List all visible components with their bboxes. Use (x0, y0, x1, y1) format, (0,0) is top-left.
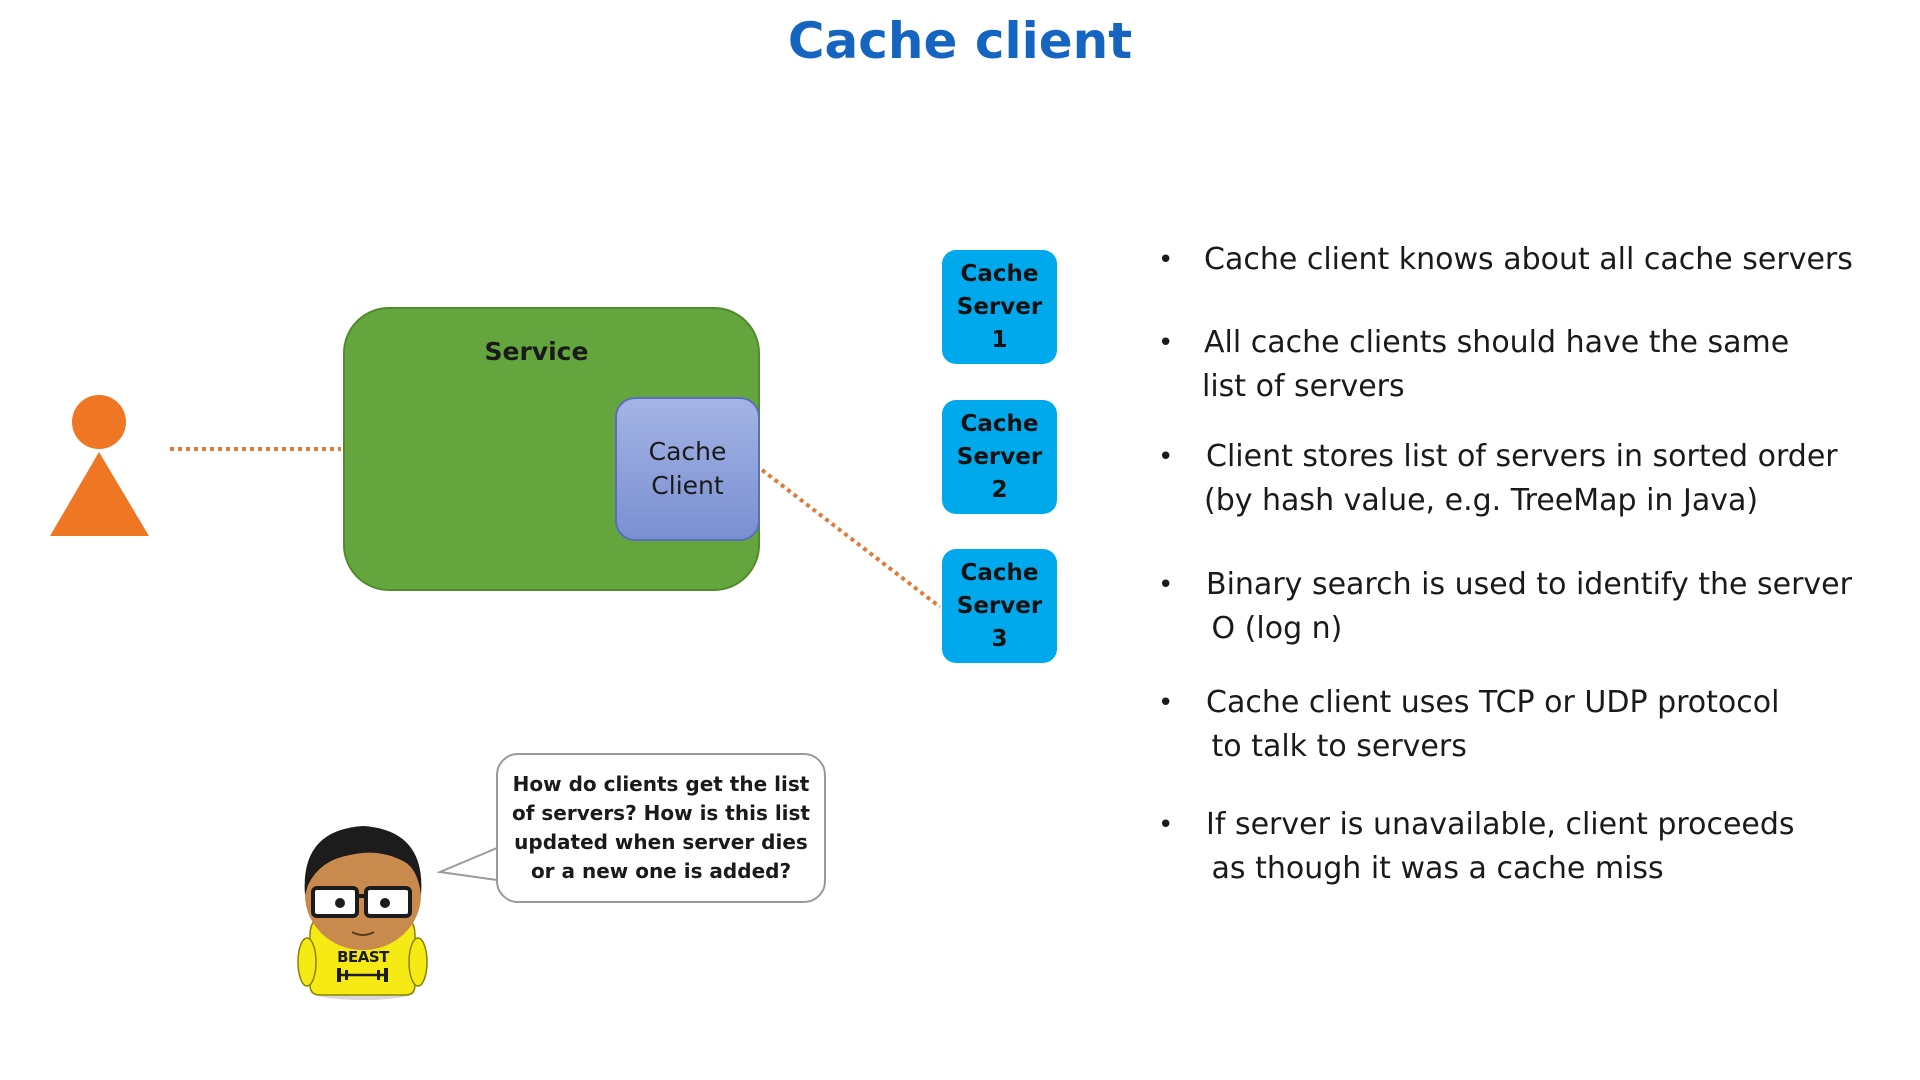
cache-server-label-line: Cache (960, 559, 1039, 586)
cache-server-label-line: Cache (960, 260, 1039, 287)
cache-client-box: Cache Client (615, 397, 760, 541)
speech-bubble-text: How do clients get the list of servers? … (511, 772, 810, 883)
cache-server-label-line: Cache (960, 410, 1039, 437)
cache-server-label-line: 1 (991, 326, 1008, 353)
bullet-line: Cache client knows about all cache serve… (1204, 242, 1853, 277)
cache-server-label-line: Server (956, 592, 1043, 619)
cache-server-label-line: Server (956, 293, 1043, 320)
service-label: Service (484, 337, 589, 366)
cache-server-label-line: 2 (991, 476, 1008, 503)
cache-server-3: Cache Server 3 (942, 549, 1057, 663)
bullet-dot-icon: • (1158, 688, 1174, 718)
cache-server-label-line: Server (956, 443, 1043, 470)
bullet-line: Cache client uses TCP or UDP protocol (1206, 685, 1780, 720)
bullet-line: If server is unavailable, client proceed… (1206, 807, 1795, 842)
cache-server-label-line: 3 (991, 625, 1008, 652)
bullet-dot-icon: • (1158, 328, 1174, 358)
beast-character-icon (297, 826, 428, 1000)
bullet-line: All cache clients should have the same (1204, 325, 1790, 360)
bullet-line: as though it was a cache miss (1202, 851, 1664, 886)
bullet-dot-icon: • (1158, 442, 1174, 472)
speech-bubble: How do clients get the list of servers? … (496, 753, 826, 903)
character-shirt-text: BEAST (337, 948, 389, 966)
bullet-line: Binary search is used to identify the se… (1206, 567, 1852, 602)
cache-client-label-line: Cache (648, 437, 727, 466)
bullet-line: Client stores list of servers in sorted … (1206, 439, 1838, 474)
cache-server-1: Cache Server 1 (942, 250, 1057, 364)
client-server-connector (760, 468, 942, 609)
cache-client-label-line: Client (651, 471, 724, 500)
bullet-line: (by hash value, e.g. TreeMap in Java) (1204, 483, 1759, 518)
cache-server-2: Cache Server 2 (942, 400, 1057, 514)
person-icon (50, 395, 149, 536)
slide-title: Cache client (787, 12, 1133, 70)
bullet-dot-icon: • (1158, 245, 1174, 275)
bullet-line: list of servers (1202, 369, 1405, 404)
bullet-dot-icon: • (1158, 570, 1174, 600)
bullet-line: O (log n) (1202, 611, 1343, 646)
bullet-dot-icon: • (1158, 810, 1174, 840)
speech-bubble-tail (436, 847, 498, 881)
bullet-line: to talk to servers (1202, 729, 1467, 764)
